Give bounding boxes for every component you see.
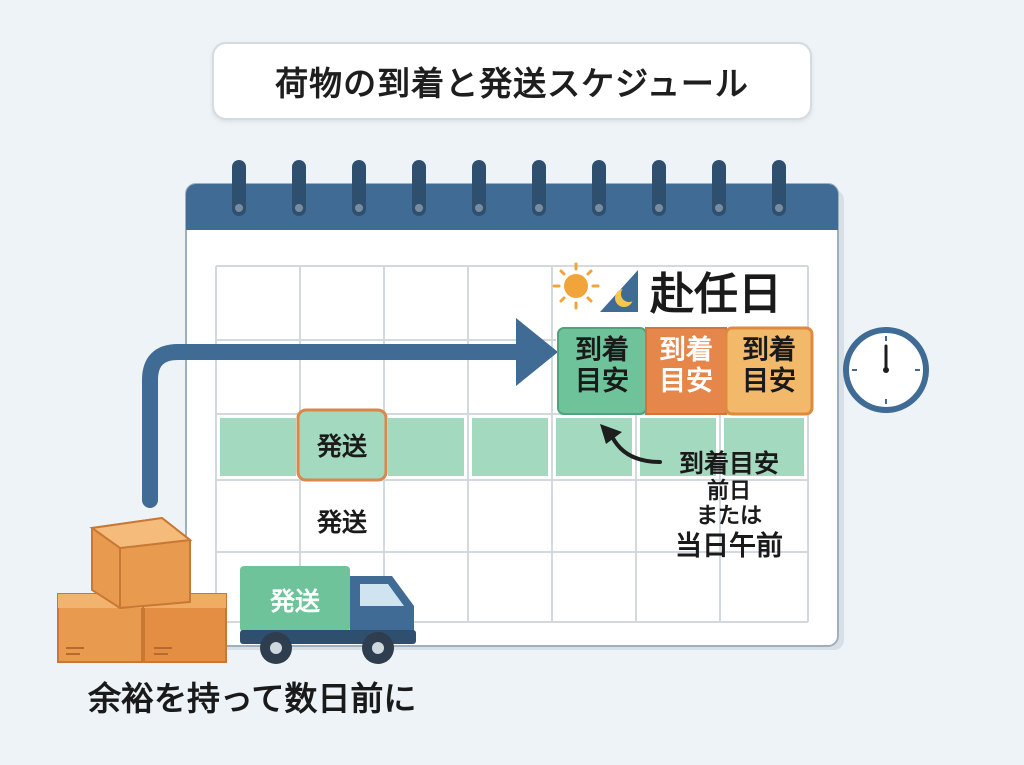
highlight-row <box>220 418 804 476</box>
calendar-rings <box>232 160 786 216</box>
arrival-cell-label-3: 到着目安 <box>742 335 796 398</box>
footer-note: 余裕を持って数日前に <box>88 679 417 718</box>
arrival-note: 到着目安 前日 または 当日午前 <box>675 449 783 563</box>
arrival-cell-orange-2 <box>724 326 814 416</box>
boxes-icon <box>57 516 227 663</box>
ship-label: 発送 <box>316 508 367 537</box>
truck-label: 発送 <box>269 587 320 616</box>
page-title: 荷物の到着と発送スケジュール <box>212 42 812 120</box>
arrival-cell-orange-1 <box>645 327 727 415</box>
ship-cell <box>296 408 388 482</box>
departure-day-label: 赴任日 <box>650 269 782 320</box>
truck-icon <box>240 566 416 664</box>
clock-icon <box>843 327 929 413</box>
arrow-icon <box>142 344 530 508</box>
ship-cell-label: 発送 <box>316 432 367 461</box>
sun-icon <box>552 262 600 310</box>
arrival-cell-label-2: 到着目安 <box>659 335 713 398</box>
arrival-cell-label-1: 到着目安 <box>575 335 629 398</box>
moon-icon <box>600 270 638 312</box>
